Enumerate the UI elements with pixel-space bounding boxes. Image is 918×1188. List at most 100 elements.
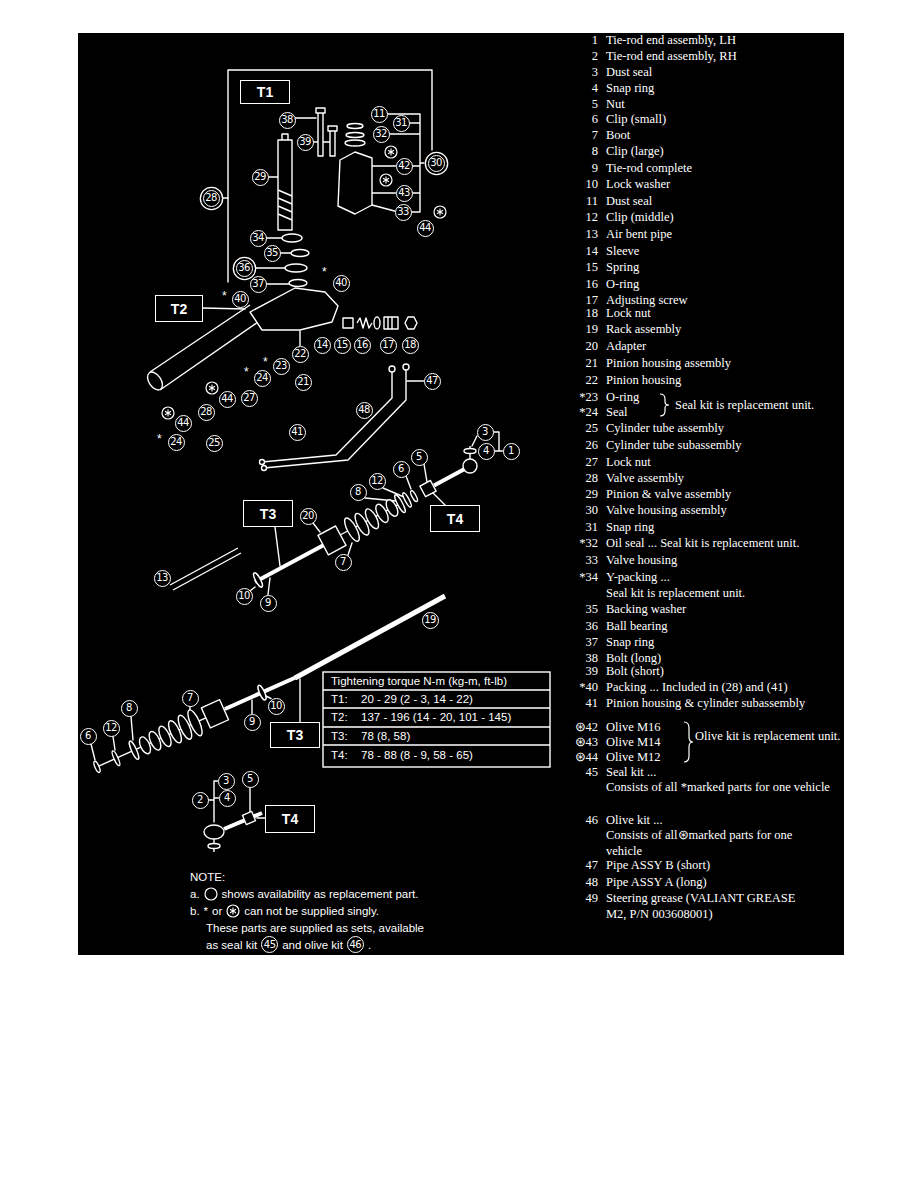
part-name: Backing washer [606, 601, 686, 617]
part-name: Y-packing ... [606, 569, 670, 585]
rack-assembly [93, 446, 477, 852]
part-number: 18 [586, 305, 599, 321]
callout-number: 46 [347, 936, 364, 953]
valve-pinion-parts-shape [318, 112, 323, 156]
asterisk-mark: * [222, 290, 227, 302]
note-line: These parts are supplied as sets, availa… [190, 919, 428, 936]
note-text: . [368, 938, 371, 952]
callout-number: 27 [241, 390, 258, 407]
part-number: 17 [586, 292, 599, 308]
part-note: Consists of all⊛marked parts for one veh… [606, 827, 831, 859]
callout-number: 11 [371, 106, 388, 123]
part-name: Seal [606, 404, 628, 420]
callout-number: 9 [244, 714, 261, 731]
part-number: 29 [586, 486, 599, 502]
part-name: Lock washer [606, 176, 670, 192]
torque-key-box: T2 [155, 295, 203, 322]
part-name: Cylinder tube assembly [606, 420, 724, 436]
part-name: Dust seal [606, 64, 652, 80]
part-number: 14 [586, 243, 599, 259]
part-number: 1 [592, 32, 598, 48]
part-number: 41 [586, 695, 599, 711]
part-number: *32 [579, 535, 598, 551]
olive-marks-shape [206, 382, 218, 394]
callout-number: 24 [168, 434, 185, 451]
rack-assembly-shape [111, 750, 121, 766]
callout-number: 32 [373, 126, 390, 143]
torque-table-grid-shape [323, 672, 550, 767]
part-number: 48 [586, 874, 599, 890]
part-name: Valve assembly [606, 470, 684, 486]
callout-number: 16 [354, 337, 371, 354]
callout-number: 28 [198, 404, 215, 421]
valve-pinion-parts-shape [346, 133, 364, 138]
part-number: 21 [586, 355, 599, 371]
part-name: Pinion housing assembly [606, 355, 731, 371]
part-number: 12 [586, 209, 599, 225]
part-name: Tie-rod end assembly, LH [606, 32, 736, 48]
leader-lines-shape [250, 464, 427, 595]
olive-marks-shape [434, 206, 446, 218]
rack-assembly-shape [208, 844, 220, 849]
note-text: can not be supplied singly. [244, 904, 379, 918]
olive-marks-shape [380, 174, 392, 186]
pinion-housing-parts-shape [357, 318, 372, 328]
part-number: 19 [586, 321, 599, 337]
part-name: Lock nut [606, 305, 651, 321]
part-name: Pinion housing & cylinder subassembly [606, 695, 805, 711]
mark-circle [205, 888, 217, 900]
note-text: as seal kit [206, 938, 257, 952]
callout-number: 48 [356, 402, 373, 419]
part-name: Sleeve [606, 243, 639, 259]
rack-assembly-shape [420, 480, 436, 496]
mark-asterisk [230, 907, 236, 914]
note-text: * [204, 904, 208, 918]
part-note: Consists of all *marked parts for one ve… [606, 779, 831, 795]
callout-number: 43 [396, 185, 413, 202]
table-cell: 137 - 196 (14 - 20, 101 - 145) [361, 711, 511, 724]
callout-number: 6 [393, 461, 410, 478]
callout-number: 8 [350, 484, 367, 501]
part-name: Pinion housing [606, 372, 681, 388]
part-number: ⊛43 [575, 734, 599, 750]
replacement-mark [204, 887, 218, 901]
callout-number: 40 [232, 291, 249, 308]
part-name: Valve housing assembly [606, 502, 727, 518]
callout-number: 2 [192, 792, 209, 809]
part-number: 31 [586, 519, 599, 535]
table-cell: T3: [331, 730, 348, 743]
pinion-housing-parts-shape [405, 317, 417, 329]
torque-key-label: T1 [257, 84, 273, 100]
part-number: 45 [586, 764, 599, 780]
part-number: 20 [586, 338, 599, 354]
callout-number: 44 [175, 415, 192, 432]
part-number: 2 [592, 48, 598, 64]
callout-number: 47 [424, 373, 441, 390]
callout-number: 45 [261, 936, 278, 953]
valve-pinion-parts-shape [282, 134, 288, 140]
callout-number: 10 [268, 698, 285, 715]
part-number: 30 [586, 502, 599, 518]
callout-number: 17 [380, 337, 397, 354]
part-name: Boot [606, 127, 630, 143]
note-line: a.shows availability as replacement part… [190, 885, 428, 902]
part-number: ⊛42 [575, 719, 599, 735]
part-name: Bolt (long) [606, 650, 661, 666]
part-number: 39 [586, 663, 599, 679]
pinion-housing-parts-shape [388, 317, 392, 329]
pinion-housing-parts [144, 288, 417, 471]
olive-marks [162, 146, 446, 419]
valve-pinion-parts-shape [338, 152, 372, 214]
callout-number: 7 [335, 554, 352, 571]
part-number: 11 [586, 193, 598, 209]
part-name: Olive M16 [606, 719, 661, 735]
callout-number: 18 [402, 337, 419, 354]
pinion-housing-parts-shape [260, 460, 265, 465]
part-number: 25 [586, 420, 599, 436]
part-note: Olive kit is replacement unit. [695, 728, 845, 744]
callout-number: 25 [206, 435, 223, 452]
pinion-housing-parts-shape [374, 317, 380, 329]
valve-pinion-parts-shape [282, 234, 302, 242]
